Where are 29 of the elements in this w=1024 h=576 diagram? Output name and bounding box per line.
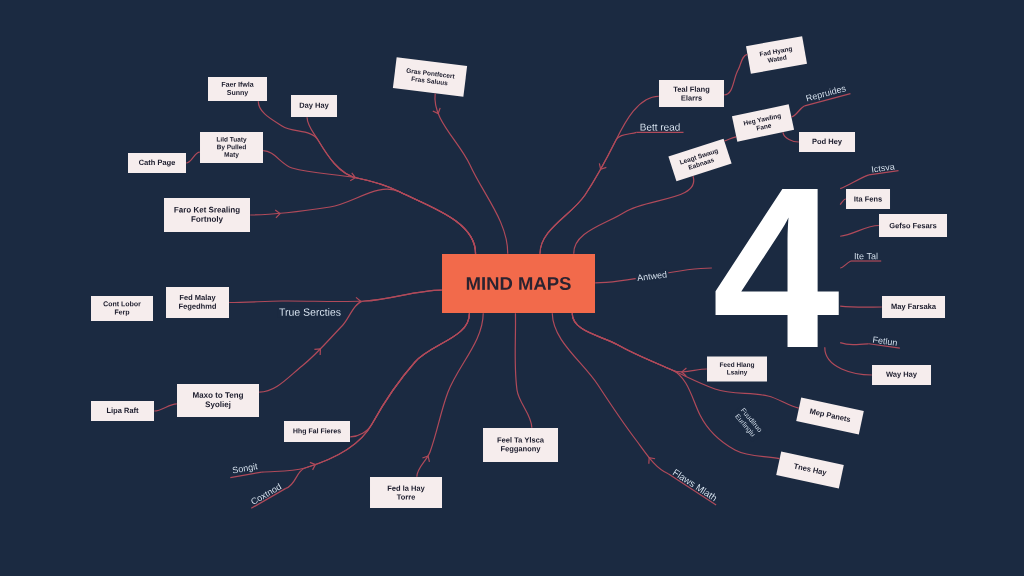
branch-line bbox=[790, 105, 806, 118]
branch-line bbox=[839, 341, 870, 346]
central-topic-box: MIND MAPS bbox=[442, 254, 595, 313]
branch-label: Bett read bbox=[635, 123, 685, 133]
branch-line bbox=[839, 174, 870, 190]
branch-line bbox=[839, 198, 847, 206]
branch-label: Ictsva bbox=[868, 164, 900, 176]
branch-label: Fetlun bbox=[868, 336, 901, 349]
branch-line bbox=[573, 175, 695, 255]
branch-line bbox=[824, 346, 873, 376]
large-numeral: 4 bbox=[715, 188, 839, 348]
branch-line bbox=[723, 53, 748, 96]
branch-line bbox=[285, 312, 471, 489]
edge-label: True Sercties bbox=[277, 306, 343, 318]
branch-line bbox=[153, 403, 178, 412]
branch-label: Ite Tal bbox=[850, 252, 882, 262]
branch-line bbox=[782, 131, 800, 143]
topic-card: Faro Ket Srealing Fortnoly bbox=[164, 198, 250, 232]
branch-label: Repruides bbox=[804, 86, 852, 107]
branch-line bbox=[514, 312, 533, 429]
branch-line bbox=[839, 224, 880, 237]
branch-line bbox=[185, 151, 201, 164]
branch-line bbox=[571, 312, 781, 460]
branch-line bbox=[839, 260, 852, 269]
topic-card: Maxo to Teng Syoliej bbox=[177, 384, 259, 417]
edge-label: Antwed bbox=[635, 269, 669, 283]
branch-line bbox=[839, 305, 883, 308]
branch-line bbox=[723, 136, 737, 142]
branch-label: Songit bbox=[229, 463, 263, 479]
